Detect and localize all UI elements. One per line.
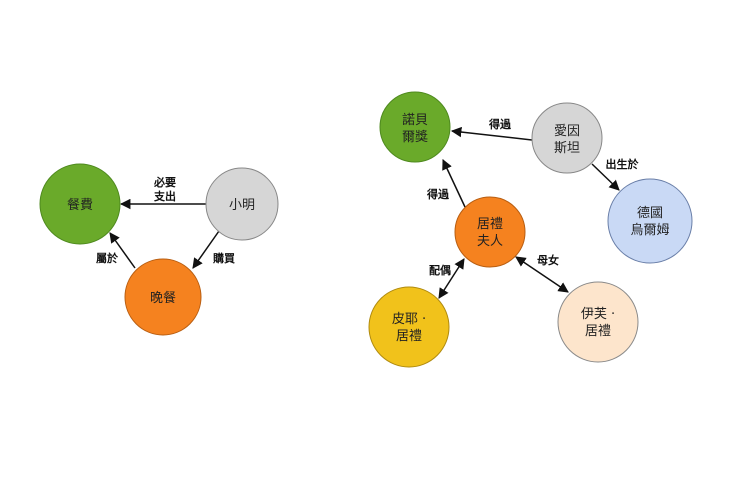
edge-dinner-to-meal-expense: 屬於 [96, 232, 136, 269]
edge-einstein-to-nobel-prize: 得過 [450, 117, 533, 141]
node-label: 居禮 [585, 324, 611, 339]
node-label: 餐費 [67, 197, 93, 213]
edge-xiaoming-to-meal-expense: 必要 支出 [119, 175, 206, 210]
node-label: 夫人 [477, 234, 503, 249]
left-graph: 必要 支出 購買 屬於 餐費 小明 晚餐 [39, 163, 279, 336]
node-label: 伊芙 · [581, 307, 615, 322]
edge-label: 配偶 [429, 263, 451, 277]
node-eve-curie[interactable]: 伊芙 · 居禮 [557, 281, 639, 363]
node-marie-curie[interactable]: 居禮 夫人 [454, 196, 526, 268]
node-label: 爾獎 [402, 130, 428, 145]
edge-label: 出生於 [606, 157, 640, 171]
node-xiaoming[interactable]: 小明 [205, 167, 279, 241]
node-pierre-curie[interactable]: 皮耶 · 居禮 [368, 286, 450, 368]
edge-einstein-to-ulm: 出生於 [591, 157, 640, 191]
edge-marie-curie-eve-curie: 母女 [515, 253, 569, 293]
edge-label: 屬於 [96, 251, 119, 265]
edge-label: 母女 [537, 253, 559, 267]
node-label: 斯坦 [554, 141, 580, 156]
edge-label: 購買 [212, 251, 235, 265]
edge-label: 必要 [153, 175, 176, 189]
node-label: 皮耶 · [392, 312, 426, 327]
node-dinner[interactable]: 晚餐 [124, 258, 202, 336]
node-label: 晚餐 [150, 290, 176, 306]
edge-marie-curie-to-nobel-prize: 得過 [426, 159, 466, 208]
node-einstein[interactable]: 愛因 斯坦 [531, 102, 603, 174]
node-label: 小明 [229, 198, 255, 213]
node-label: 諾貝 [402, 112, 428, 128]
node-label: 烏爾姆 [630, 222, 669, 238]
node-label: 居禮 [396, 329, 422, 344]
node-label: 居禮 [477, 217, 503, 232]
node-ulm[interactable]: 德國 烏爾姆 [607, 178, 693, 264]
edge-label: 得過 [488, 117, 512, 131]
node-meal-expense[interactable]: 餐費 [39, 163, 121, 245]
node-nobel-prize[interactable]: 諾貝 爾獎 [379, 91, 451, 163]
edge-label: 得過 [426, 187, 450, 201]
edge-label: 支出 [153, 189, 176, 203]
node-label: 愛因 [554, 124, 580, 139]
edge-xiaoming-to-dinner: 購買 [192, 230, 235, 269]
right-graph: 得過 出生於 得過 配偶 母女 諾貝 爾獎 愛因 斯坦 [368, 91, 693, 368]
node-label: 德國 [637, 206, 663, 221]
edge-marie-curie-pierre-curie: 配偶 [429, 258, 465, 299]
